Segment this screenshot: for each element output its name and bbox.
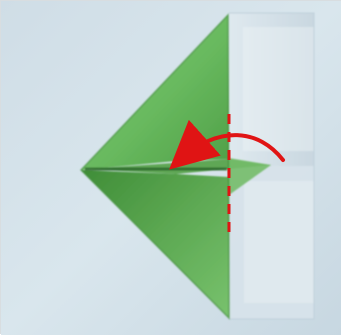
origami-fold-diagram bbox=[1, 1, 341, 335]
figure-frame bbox=[0, 0, 341, 334]
